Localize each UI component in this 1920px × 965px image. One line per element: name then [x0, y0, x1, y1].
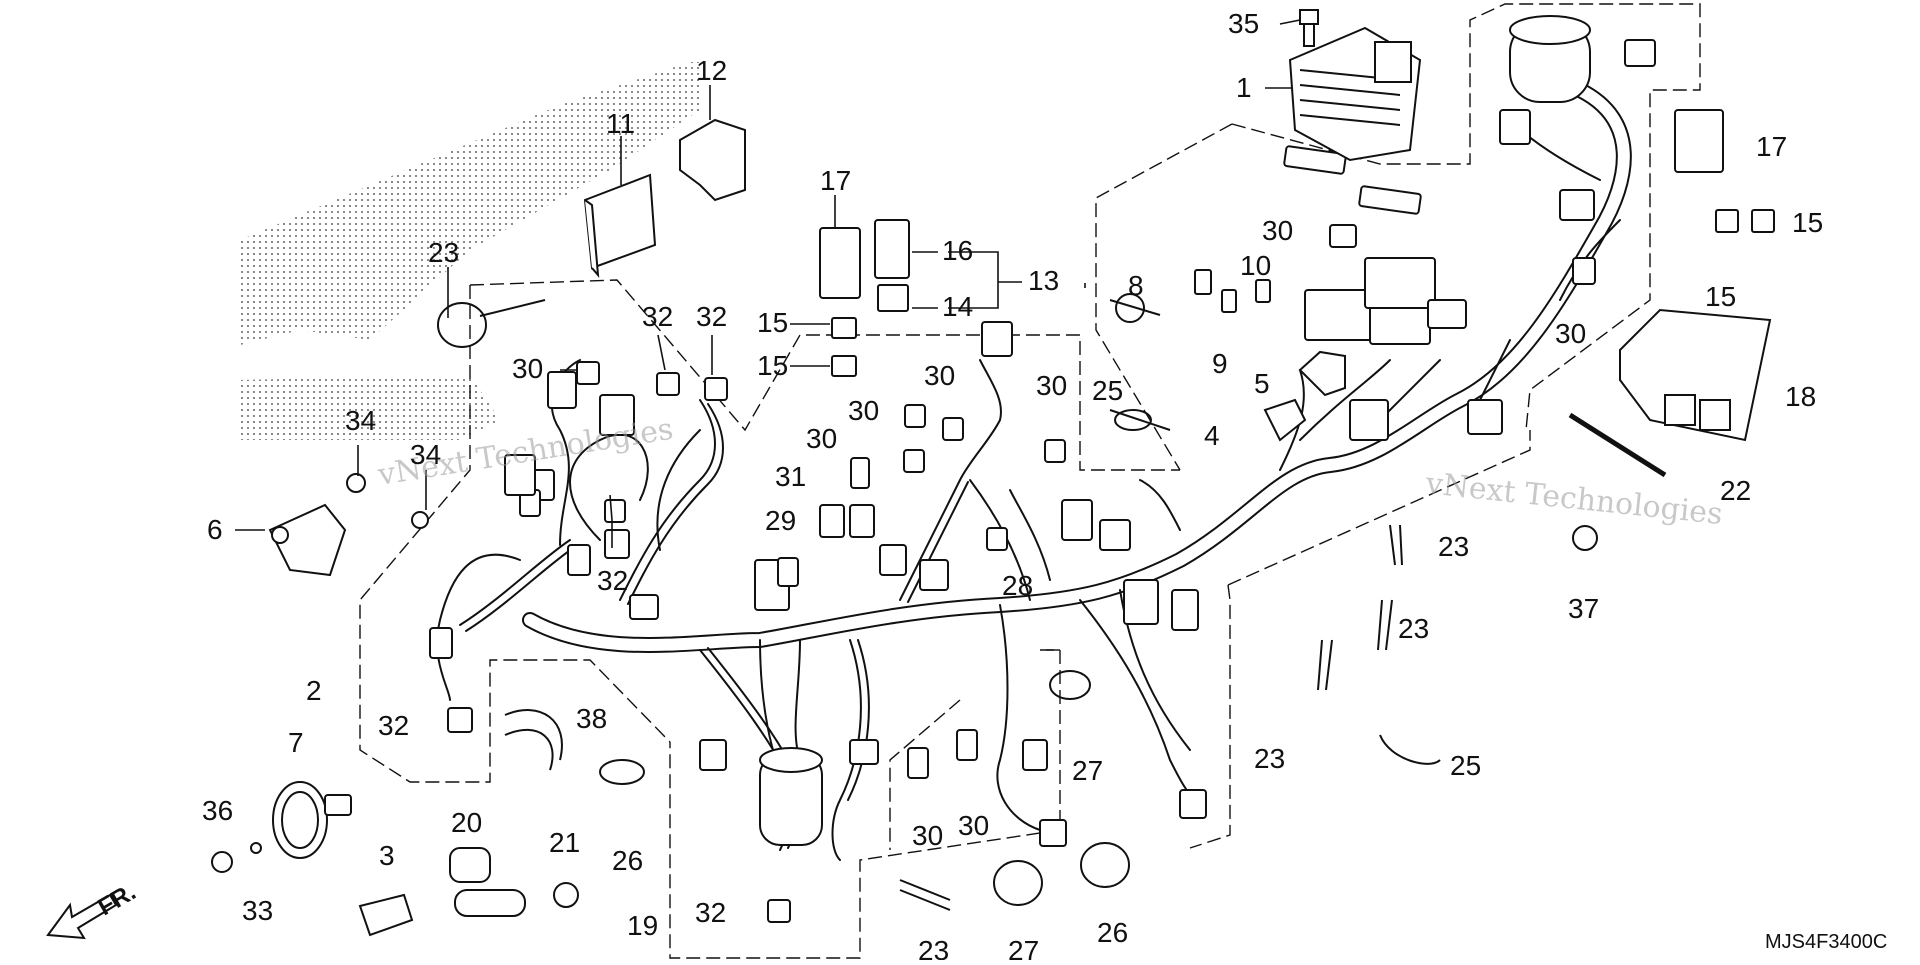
callout-25: 25: [1450, 750, 1481, 781]
callout-23: 23: [918, 935, 949, 960]
callout-20: 20: [451, 807, 482, 838]
callout-38: 38: [576, 703, 607, 734]
dotted-frame-area: [240, 62, 700, 440]
callout-37: 37: [1568, 593, 1599, 624]
callout-1: 1: [1236, 72, 1252, 103]
callout-labels: 35 1 12 11 17 16 13 14 15 15 23 30 32 32…: [202, 8, 1823, 965]
callout-23: 23: [428, 237, 459, 268]
callout-27: 27: [1008, 935, 1039, 960]
callout-18: 18: [1785, 381, 1816, 412]
part-37-grommet: [1572, 525, 1598, 551]
watermark-right: vNext Technologies: [1423, 466, 1724, 532]
capacitor-parts: [759, 15, 1591, 846]
callout-22: 22: [1720, 475, 1751, 506]
parts-20-21: [449, 847, 579, 917]
part-22-rod: [1568, 412, 1667, 478]
callout-23: 23: [1254, 743, 1285, 774]
callout-26: 26: [1097, 917, 1128, 948]
fuse-parts: [1194, 269, 1271, 313]
part-3-sleeve: [358, 893, 414, 937]
callout-14: 14: [942, 291, 973, 322]
callout-30: 30: [1555, 318, 1586, 349]
callout-15: 15: [757, 307, 788, 338]
leader-lines: [235, 19, 1301, 548]
callout-32: 32: [696, 301, 727, 332]
front-direction-arrow: [46, 893, 118, 940]
callout-34: 34: [410, 439, 441, 470]
callout-29: 29: [765, 505, 796, 536]
callout-30: 30: [924, 360, 955, 391]
callout-7: 7: [288, 727, 304, 758]
callout-30: 30: [1262, 215, 1293, 246]
callout-21: 21: [549, 827, 580, 858]
clip-parts: [447, 224, 1596, 923]
relay-parts: [819, 109, 1775, 377]
callout-23: 23: [1438, 531, 1469, 562]
callout-10: 10: [1240, 250, 1271, 281]
part-18-ecu: [1619, 308, 1772, 442]
callout-8: 8: [1128, 270, 1144, 301]
callout-26: 26: [612, 845, 643, 876]
callout-30: 30: [912, 820, 943, 851]
part-4-5-covers: [1263, 350, 1346, 442]
callout-28: 28: [1002, 570, 1033, 601]
callout-27: 27: [1072, 755, 1103, 786]
part-11-module: [583, 173, 657, 279]
callout-25: 25: [1092, 375, 1123, 406]
callout-15: 15: [1792, 207, 1823, 238]
callout-30: 30: [1036, 370, 1067, 401]
part-35-bolt: [1299, 9, 1319, 47]
part-34-bolts: [346, 473, 429, 529]
callout-11: 11: [606, 108, 635, 139]
callout-34: 34: [345, 405, 376, 436]
callout-3: 3: [379, 840, 395, 871]
diagram-code: MJS4F3400C: [1765, 931, 1887, 953]
callout-17: 17: [820, 165, 851, 196]
callout-15: 15: [1705, 281, 1736, 312]
callout-32: 32: [695, 897, 726, 928]
callout-17: 17: [1756, 131, 1787, 162]
part-6-bracket: [268, 503, 347, 577]
clamps-and-ties: [437, 293, 1441, 911]
callout-36: 36: [202, 795, 233, 826]
group-outlines: [359, 3, 1701, 959]
callout-13: 13: [1028, 265, 1059, 296]
part-1-regulator: [1288, 26, 1422, 162]
callout-32: 32: [642, 301, 673, 332]
part-12-cover: [679, 118, 746, 202]
callout-6: 6: [207, 514, 223, 545]
callout-30: 30: [958, 810, 989, 841]
callout-35: 35: [1228, 8, 1259, 39]
part-7-clamp: [211, 781, 352, 873]
callout-23: 23: [1398, 613, 1429, 644]
callout-30: 30: [848, 395, 879, 426]
callout-19: 19: [627, 910, 658, 941]
callout-30: 30: [512, 353, 543, 384]
watermark: vNext Technologies vNext Technologies: [375, 412, 1724, 532]
callout-31: 31: [775, 461, 806, 492]
callout-16: 16: [942, 235, 973, 266]
callout-15: 15: [757, 350, 788, 381]
callout-4: 4: [1204, 420, 1220, 451]
callout-33: 33: [242, 895, 273, 926]
branch-wires: [436, 119, 1621, 861]
harness-connectors: [429, 39, 1656, 847]
callout-2: 2: [306, 675, 322, 706]
callout-32: 32: [378, 710, 409, 741]
callout-9: 9: [1212, 348, 1228, 379]
callout-32: 32: [597, 565, 628, 596]
callout-30: 30: [806, 423, 837, 454]
callout-5: 5: [1254, 368, 1270, 399]
callout-12: 12: [696, 55, 727, 86]
